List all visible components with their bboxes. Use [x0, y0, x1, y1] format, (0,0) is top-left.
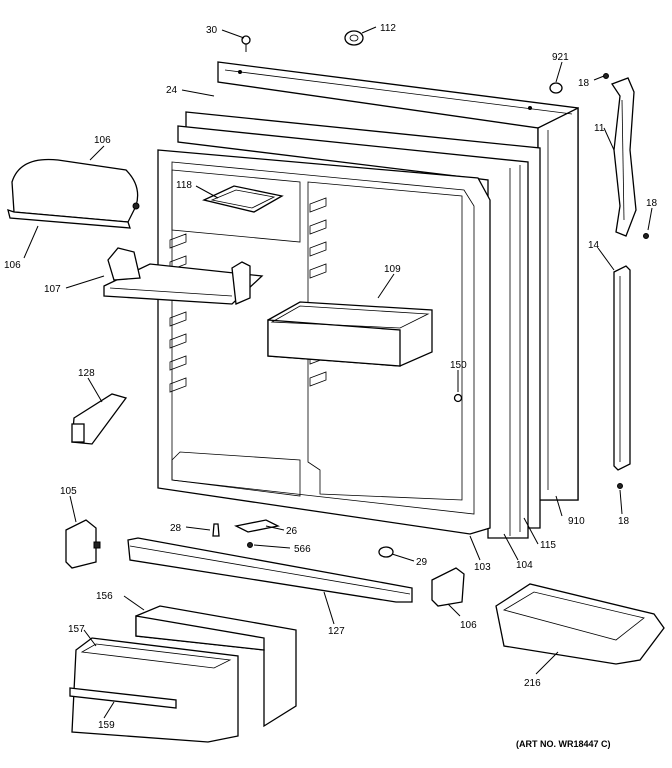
- callout-24: 24: [166, 85, 178, 96]
- callout-103: 103: [474, 562, 491, 573]
- cap-29: [378, 546, 394, 558]
- screw-18-mid: [643, 233, 649, 239]
- art-number: (ART NO. WR18447 C): [516, 739, 611, 749]
- callout-labels: 30 112 921 18 24 11 106 18 118 14 106 10…: [4, 23, 658, 749]
- callout-157: 157: [68, 624, 85, 635]
- callout-109: 109: [384, 264, 401, 275]
- callout-18-mid: 18: [646, 198, 658, 209]
- plug-112: [344, 30, 364, 46]
- bracket-26: [234, 519, 280, 533]
- callout-112: 112: [380, 23, 396, 34]
- door-shelf-bin: [267, 301, 433, 367]
- callout-216: 216: [524, 678, 541, 689]
- screw-30: [241, 35, 251, 52]
- callout-28: 28: [170, 523, 182, 534]
- callout-106-bottom: 106: [460, 620, 477, 631]
- butter-compartment-door: [202, 185, 284, 213]
- door-gasket: [177, 111, 541, 539]
- callout-127: 127: [328, 626, 345, 637]
- callout-18-bottom: 18: [618, 516, 630, 527]
- callout-106-left: 106: [4, 260, 21, 271]
- bin-front-159: [69, 687, 177, 709]
- callout-118: 118: [176, 180, 192, 191]
- clip-150: [453, 393, 463, 403]
- bin-157: [71, 637, 239, 743]
- callout-910: 910: [568, 516, 585, 527]
- callout-14: 14: [588, 240, 600, 251]
- door-stop-rail: [613, 265, 631, 471]
- screw-18-top: [603, 73, 609, 79]
- door-bin-216: [495, 583, 665, 665]
- door-shelf: [103, 247, 264, 305]
- dairy-door-cover: [7, 158, 140, 229]
- callout-105: 105: [60, 486, 77, 497]
- callout-106-top: 106: [94, 135, 111, 146]
- callout-128: 128: [78, 368, 95, 379]
- screw-18-bottom: [617, 483, 623, 489]
- handle-128: [71, 393, 128, 445]
- callout-18-top: 18: [578, 78, 590, 89]
- hinge-bracket: [611, 77, 637, 237]
- callout-150: 150: [450, 360, 467, 371]
- callout-159: 159: [98, 720, 115, 731]
- callout-156: 156: [96, 591, 113, 602]
- callout-26: 26: [286, 526, 298, 537]
- door-trim-127: [127, 537, 413, 603]
- callout-115: 115: [540, 540, 556, 551]
- callout-921: 921: [552, 52, 569, 63]
- callout-29: 29: [416, 557, 428, 568]
- screw-566: [247, 542, 253, 548]
- bin-156: [135, 605, 297, 728]
- cap-921: [549, 82, 563, 94]
- endcap-105: [65, 519, 101, 569]
- callout-104: 104: [516, 560, 533, 571]
- pin-28: [212, 523, 220, 537]
- endcap-106: [431, 567, 465, 607]
- leader-lines: [23, 26, 653, 719]
- callout-566: 566: [294, 544, 311, 555]
- shelf-cleats: [169, 197, 327, 393]
- callout-30: 30: [206, 25, 218, 36]
- callout-11: 11: [594, 123, 605, 134]
- callout-107: 107: [44, 284, 61, 295]
